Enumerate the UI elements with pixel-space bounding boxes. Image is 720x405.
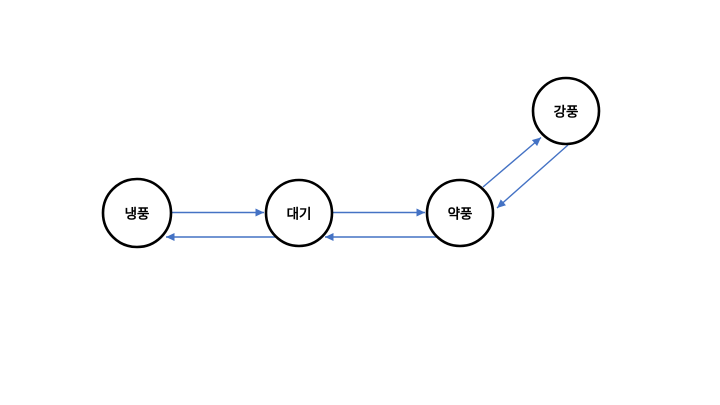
edge-strong-wind-to-weak-wind <box>496 144 569 209</box>
node-cold-wind: 냉풍 <box>101 177 173 249</box>
nodes-layer: 냉풍 대기 약풍 강풍 <box>101 76 601 249</box>
node-standby: 대기 <box>264 178 334 248</box>
node-circle-strong-wind <box>531 76 601 146</box>
node-weak-wind: 약풍 <box>425 178 495 248</box>
edges-layer <box>166 136 569 241</box>
node-circle-weak-wind <box>425 178 495 248</box>
node-label-strong-wind: 강풍 <box>554 104 579 120</box>
node-circle-standby <box>264 178 334 248</box>
node-label-standby: 대기 <box>287 207 312 222</box>
node-label-weak-wind: 약풍 <box>448 206 473 222</box>
node-strong-wind: 강풍 <box>531 76 601 146</box>
node-label-cold-wind: 냉풍 <box>125 207 150 222</box>
node-circle-cold-wind <box>101 177 173 249</box>
edge-weak-wind-to-strong-wind <box>482 136 542 188</box>
